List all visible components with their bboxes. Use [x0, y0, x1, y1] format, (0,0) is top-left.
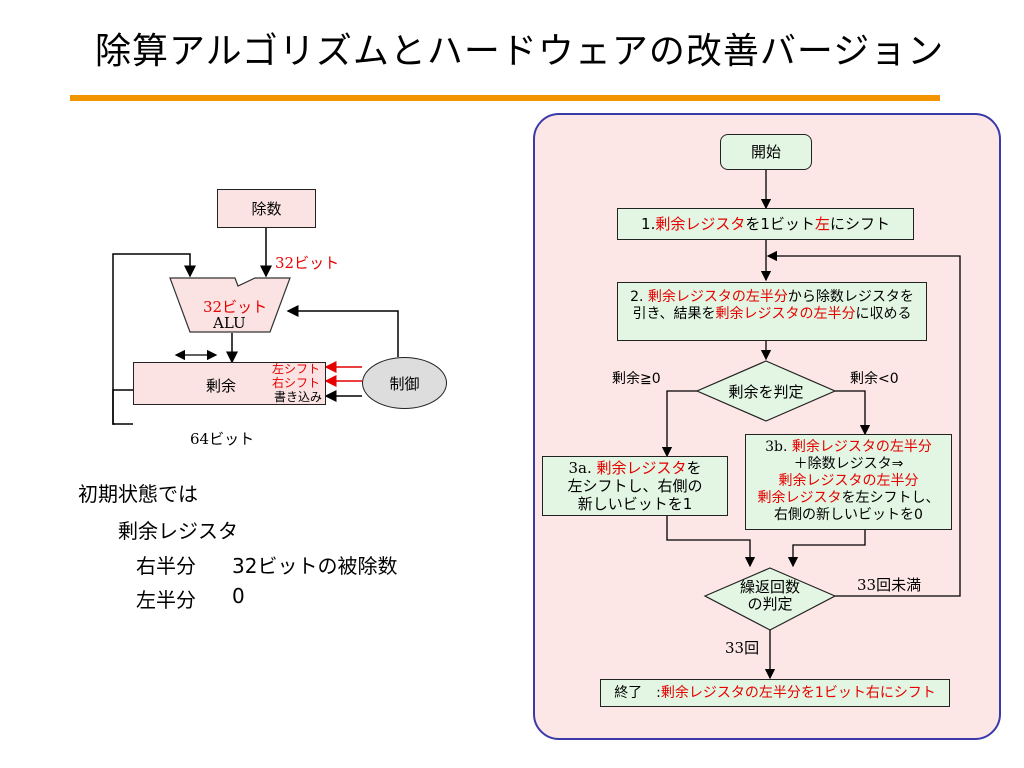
step2-box: 2. 剰余レジスタの左半分から除数レジスタを 引き、結果を剰余レジスタの左半分に… — [617, 282, 927, 341]
decision-label: 剰余を判定 — [728, 383, 804, 401]
step1-reg: 剰余レジスタ — [655, 214, 746, 233]
shift-left-label: 左シフト — [271, 362, 320, 376]
step3b-line2: ＋除数レジスタ⇒ — [793, 456, 904, 472]
right-half-label: 右半分 — [136, 554, 196, 578]
step1-prefix: 1. — [641, 214, 656, 233]
control-unit: 制御 — [362, 357, 447, 409]
step2-text3: に収める — [855, 306, 912, 322]
step2-reg2: 剰余レジスタの左半分 — [715, 306, 856, 322]
feedback-loop-arrow — [112, 253, 196, 425]
decision-diamond — [695, 360, 837, 422]
alu-bits-label: 32ビット — [203, 298, 268, 316]
step3a-line3: 新しいビットを1 — [577, 495, 693, 513]
end-node: 終了 :剰余レジスタの左半分を1ビット右にシフト — [600, 679, 950, 707]
step2-prefix: 2. — [630, 289, 648, 305]
step1-box: 1. 剰余レジスタを1ビット左にシフト — [617, 208, 914, 240]
initial-state-heading: 初期状態では — [78, 482, 198, 506]
alu-shape — [169, 277, 291, 333]
lt0-label: 剰余<0 — [850, 371, 899, 387]
step3a-box: 3a. 剰余レジスタを 左シフトし、右側の 新しいビットを1 — [542, 456, 728, 516]
step3a-text1: を — [686, 459, 702, 477]
less33-label: 33回未満 — [857, 576, 922, 594]
step3a-reg: 剰余レジスタ — [596, 459, 687, 477]
step3b-line5: 右側の新しいビットを0 — [774, 507, 923, 523]
right-half-value: 32ビットの被除数 — [232, 554, 398, 578]
end-text: 剰余レジスタの左半分を1ビット右にシフト — [660, 684, 936, 701]
divisor-register: 除数 — [217, 189, 316, 228]
step2-text2: 引き、結果を — [632, 306, 716, 322]
left-half-label: 左半分 — [136, 588, 196, 612]
shift-right-label: 右シフト — [271, 376, 320, 390]
loop-label-line2: の判定 — [747, 595, 793, 613]
remainder-label: 剰余 — [206, 377, 237, 395]
step3b-reg3: 剰余レジスタ — [757, 490, 842, 506]
slide-title: 除算アルゴリズムとハードウェアの改善バージョン — [95, 31, 945, 72]
end-prefix: 終了 : — [614, 684, 661, 701]
step3a-prefix: 3a. — [568, 459, 597, 477]
step3a-line2: 左シフトし、右側の — [567, 477, 703, 495]
step3b-prefix: 3b. — [765, 439, 792, 455]
loop-label: 繰返回数 の判定 — [730, 579, 810, 613]
register-name: 剰余レジスタ — [118, 519, 238, 543]
step3b-reg1: 剰余レジスタの左半分 — [791, 439, 932, 455]
step2-text1: から除数レジスタを — [787, 289, 914, 305]
ge0-label: 剰余≧0 — [612, 371, 661, 387]
control-to-alu-arrow — [286, 305, 399, 357]
remainder-register: 剰余 左シフト 右シフト 書き込み — [133, 362, 326, 405]
step1-text2: にシフト — [829, 214, 890, 233]
step3b-reg2: 剰余レジスタの左半分 — [778, 473, 919, 489]
step1-left: 左 — [814, 214, 830, 233]
hardware-connections — [112, 228, 399, 425]
write-label: 書き込み — [273, 390, 322, 404]
eq33-label: 33回 — [725, 639, 760, 657]
title-underline — [70, 95, 940, 101]
loop-label-line1: 繰返回数 — [739, 578, 800, 596]
left-half-value: 0 — [232, 584, 245, 608]
remainder-bits-label: 64ビット — [190, 430, 255, 448]
divisor-bits-label: 32ビット — [275, 254, 340, 272]
step3b-box: 3b. 剰余レジスタの左半分 ＋除数レジスタ⇒ 剰余レジスタの左半分 剰余レジス… — [745, 434, 952, 530]
step3b-text3: を左シフトし、 — [841, 490, 940, 506]
step1-text1: を1ビット — [745, 214, 815, 233]
alu-label: ALU — [213, 314, 246, 332]
step2-reg1: 剰余レジスタの左半分 — [647, 289, 788, 305]
start-node: 開始 — [720, 134, 812, 170]
